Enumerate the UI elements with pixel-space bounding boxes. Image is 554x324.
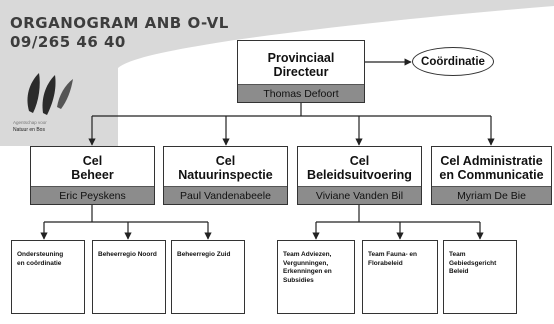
cell-title: Cel Beleidsuitvoering: [307, 154, 412, 182]
cell-box-administratie: Cel Administratie en Communicatie Myriam…: [431, 146, 552, 205]
leaf-logo-icon: [27, 73, 73, 115]
logo-text-bottom: Natuur en Bos: [13, 127, 45, 133]
director-name: Thomas Defoort: [238, 84, 364, 102]
cell-manager-name: Paul Vandenabeele: [164, 186, 287, 204]
director-box: Provinciaal Directeur Thomas Defoort: [237, 40, 365, 103]
director-title: Provinciaal Directeur: [267, 51, 335, 79]
cell-manager-name: Eric Peyskens: [31, 186, 154, 204]
team-box-gebiedsgericht: Team Gebiedsgericht Beleid: [443, 240, 517, 314]
page-phone: 09/265 46 40: [10, 33, 126, 51]
cell-box-beheer: Cel Beheer Eric Peyskens: [30, 146, 155, 205]
cell-manager-name: Viviane Vanden Bil: [298, 186, 421, 204]
cell-title: Cel Natuurinspectie: [178, 154, 273, 182]
cell-title: Cel Administratie en Communicatie: [439, 154, 544, 182]
logo-text-top: Agentschap voor: [13, 120, 47, 125]
team-box-fauna-flora: Team Fauna- en Florabeleid: [362, 240, 438, 314]
cell-box-natuurinspectie: Cel Natuurinspectie Paul Vandenabeele: [163, 146, 288, 205]
cell-manager-name: Myriam De Bie: [432, 186, 551, 204]
coordination-ellipse: Coördinatie: [412, 47, 494, 76]
cell-title: Cel Beheer: [71, 154, 114, 182]
team-box-beheerregio-noord: Beheerregio Noord: [92, 240, 166, 314]
team-box-adviezen: Team Adviezen, Vergunningen, Erkenningen…: [277, 240, 355, 314]
cell-box-beleidsuitvoering: Cel Beleidsuitvoering Viviane Vanden Bil: [297, 146, 422, 205]
page-title: ORGANOGRAM ANB O-VL: [10, 14, 229, 32]
team-box-beheerregio-zuid: Beheerregio Zuid: [171, 240, 245, 314]
team-box-ondersteuning: Ondersteuning en coördinatie: [11, 240, 85, 314]
